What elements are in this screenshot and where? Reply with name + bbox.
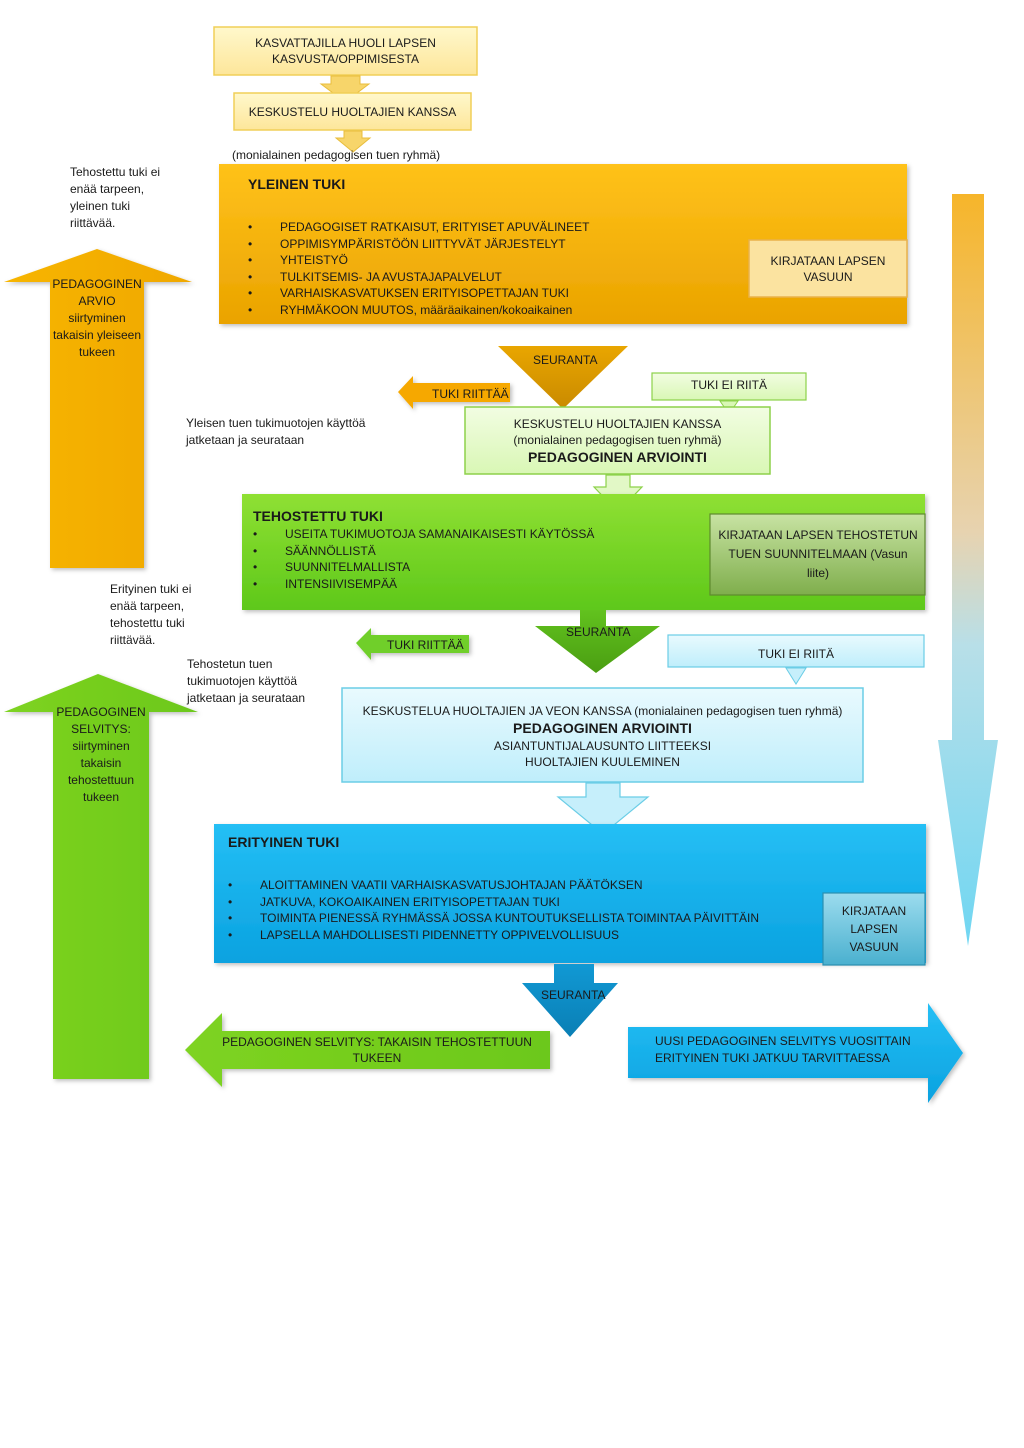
intensified-record: KIRJATAAN LAPSEN TEHOSTETUN TUEN SUUNNIT… bbox=[716, 514, 920, 595]
assessment-box-shape bbox=[464, 406, 771, 475]
intensified-title: TEHOSTETTU TUKI bbox=[253, 508, 383, 524]
list-item: LAPSELLA MAHDOLLISESTI PIDENNETTY OPPIVE… bbox=[228, 927, 818, 944]
list-item: RYHMÄKOON MUUTOS, määräaikainen/kokoaika… bbox=[248, 302, 728, 319]
list-item: YHTEISTYÖ bbox=[248, 252, 728, 269]
left-green-up-arrow bbox=[4, 674, 198, 1079]
list-item: OPPIMISYMPÄRISTÖÖN LIITTYVÄT JÄRJESTELYT bbox=[248, 236, 728, 253]
concern-text: KASVATTAJILLA HUOLI LAPSEN KASVUSTA/OPPI… bbox=[255, 36, 436, 66]
general-record-shape bbox=[748, 239, 908, 298]
study-box: KESKUSTELUA HUOLTAJIEN JA VEON KANSSA (m… bbox=[342, 697, 863, 775]
discussion-box-shape bbox=[233, 92, 472, 131]
list-item: TOIMINTA PIENESSÄ RYHMÄSSÄ JOSSA KUNTOUT… bbox=[228, 910, 818, 927]
intensified-enough-arrow bbox=[356, 628, 469, 660]
assessment-line3: PEDAGOGINEN ARVIOINTI bbox=[528, 449, 707, 465]
general-enough-arrow bbox=[398, 376, 510, 409]
back-arrow bbox=[185, 1013, 550, 1087]
list-item: PEDAGOGISET RATKAISUT, ERITYISET APUVÄLI… bbox=[248, 219, 728, 236]
discussion-box: KESKUSTELU HUOLTAJIEN KANSSA bbox=[234, 93, 471, 130]
continue-arrow bbox=[628, 1003, 963, 1103]
big-down-arrow bbox=[938, 194, 998, 946]
special-record-text: KIRJATAAN LAPSEN VASUUN bbox=[841, 904, 907, 954]
intensified-record-shape bbox=[709, 513, 926, 596]
intensified-follow-up: SEURANTA bbox=[566, 625, 631, 639]
special-list: ALOITTAMINEN VAATII VARHAISKASVATUSJOHTA… bbox=[228, 877, 818, 943]
group-note: (monialainen pedagogisen tuen ryhmä) bbox=[232, 148, 441, 162]
study-line4: HUOLTAJIEN KUULEMINEN bbox=[525, 754, 680, 769]
list-item: SÄÄNNÖLLISTÄ bbox=[253, 543, 673, 560]
special-record: KIRJATAAN LAPSEN VASUUN bbox=[830, 893, 918, 965]
left-orange-up-arrow bbox=[4, 249, 192, 568]
back-arrow-text-box: PEDAGOGINEN SELVITYS: TAKAISIN TEHOSTETT… bbox=[222, 1031, 532, 1069]
study-box-shape bbox=[341, 687, 864, 783]
left-green-arrow-text: PEDAGOGINEN SELVITYS: siirtyminen takais… bbox=[56, 705, 146, 804]
special-record-shape bbox=[822, 892, 926, 966]
intensified-not-enough-text: TUKI EI RIITÄ bbox=[757, 646, 834, 661]
special-follow-up: SEURANTA bbox=[541, 988, 606, 1002]
list-item: JATKUVA, KOKOAIKAINEN ERITYISOPETTAJAN T… bbox=[228, 894, 818, 911]
left-green-note: Erityinen tuki ei enää tarpeen, tehostet… bbox=[110, 582, 192, 647]
special-title: ERITYINEN TUKI bbox=[228, 834, 340, 850]
left-orange-arrow-text: PEDAGOGINEN ARVIO siirtyminen takaisin y… bbox=[52, 277, 142, 359]
intensified-record-text: KIRJATAAN LAPSEN TEHOSTETUN TUEN SUUNNIT… bbox=[718, 528, 918, 580]
assessment-line2: (monialainen pedagogisen tuen ryhmä) bbox=[513, 433, 722, 447]
continue-arrow-text: UUSI PEDAGOGINEN SELVITYS VUOSITTAIN ERI… bbox=[655, 1034, 911, 1065]
intensified-not-enough-tip bbox=[785, 667, 807, 685]
back-arrow-text: PEDAGOGINEN SELVITYS: TAKAISIN TEHOSTETT… bbox=[222, 1035, 532, 1065]
list-item: SUUNNITELMALLISTA bbox=[253, 559, 673, 576]
general-record-text: KIRJATAAN LAPSEN VASUUN bbox=[770, 253, 886, 284]
study-line2: PEDAGOGINEN ARVIOINTI bbox=[513, 719, 692, 736]
general-not-enough-text: TUKI EI RIITÄ bbox=[690, 378, 767, 392]
general-follow-up: SEURANTA bbox=[533, 353, 598, 367]
study-line1: KESKUSTELUA HUOLTAJIEN JA VEON KANSSA (m… bbox=[362, 703, 843, 718]
general-title: YLEINEN TUKI bbox=[248, 176, 346, 192]
intensified-support-not-enough: TUKI EI RIITÄ bbox=[668, 640, 924, 667]
discussion-text: KESKUSTELU HUOLTAJIEN KANSSA bbox=[248, 104, 457, 119]
discussion-down-arrow bbox=[334, 130, 372, 153]
general-support-not-enough: TUKI EI RIITÄ bbox=[652, 373, 806, 397]
list-item: USEITA TUKIMUOTOJA SAMANAIKAISESTI KÄYTÖ… bbox=[253, 526, 673, 543]
list-item: VARHAISKASVATUKSEN ERITYISOPETTAJAN TUKI bbox=[248, 285, 728, 302]
intensified-not-enough-shape bbox=[667, 634, 925, 668]
assessment-line1: KESKUSTELU HUOLTAJIEN KANSSA bbox=[513, 417, 722, 431]
study-line3: ASIANTUNTIJALAUSUNTO LIITTEEKSI bbox=[493, 738, 712, 753]
general-follow-arrow bbox=[498, 346, 628, 409]
general-continue-note: Yleisen tuen tukimuotojen käyttöä jatket… bbox=[186, 416, 366, 447]
concern-box: KASVATTAJILLA HUOLI LAPSEN KASVUSTA/OPPI… bbox=[214, 27, 477, 75]
general-not-enough-shape bbox=[651, 372, 807, 401]
list-item: TULKITSEMIS- JA AVUSTAJAPALVELUT bbox=[248, 269, 728, 286]
list-item: INTENSIIVISEMPÄÄ bbox=[253, 576, 673, 593]
left-orange-note: Tehostettu tuki ei enää tarpeen, yleinen… bbox=[70, 165, 161, 230]
special-follow-arrow bbox=[522, 964, 618, 1037]
concern-box-shape bbox=[213, 26, 478, 76]
assessment-box: KESKUSTELU HUOLTAJIEN KANSSA (monialaine… bbox=[465, 409, 770, 473]
intensified-list: USEITA TUKIMUOTOJA SAMANAIKAISESTI KÄYTÖ… bbox=[253, 526, 673, 592]
general-record: KIRJATAAN LAPSEN VASUUN bbox=[757, 240, 899, 297]
intensified-follow-arrow bbox=[535, 610, 660, 673]
intensified-continue-note: Tehostetun tuen tukimuotojen käyttöä jat… bbox=[187, 657, 306, 705]
general-support-enough: TUKI RIITTÄÄ bbox=[432, 387, 509, 401]
study-down-arrow bbox=[556, 782, 650, 835]
general-list: PEDAGOGISET RATKAISUT, ERITYISET APUVÄLI… bbox=[248, 219, 728, 319]
intensified-support-enough: TUKI RIITTÄÄ bbox=[387, 638, 464, 652]
list-item: ALOITTAMINEN VAATII VARHAISKASVATUSJOHTA… bbox=[228, 877, 818, 894]
